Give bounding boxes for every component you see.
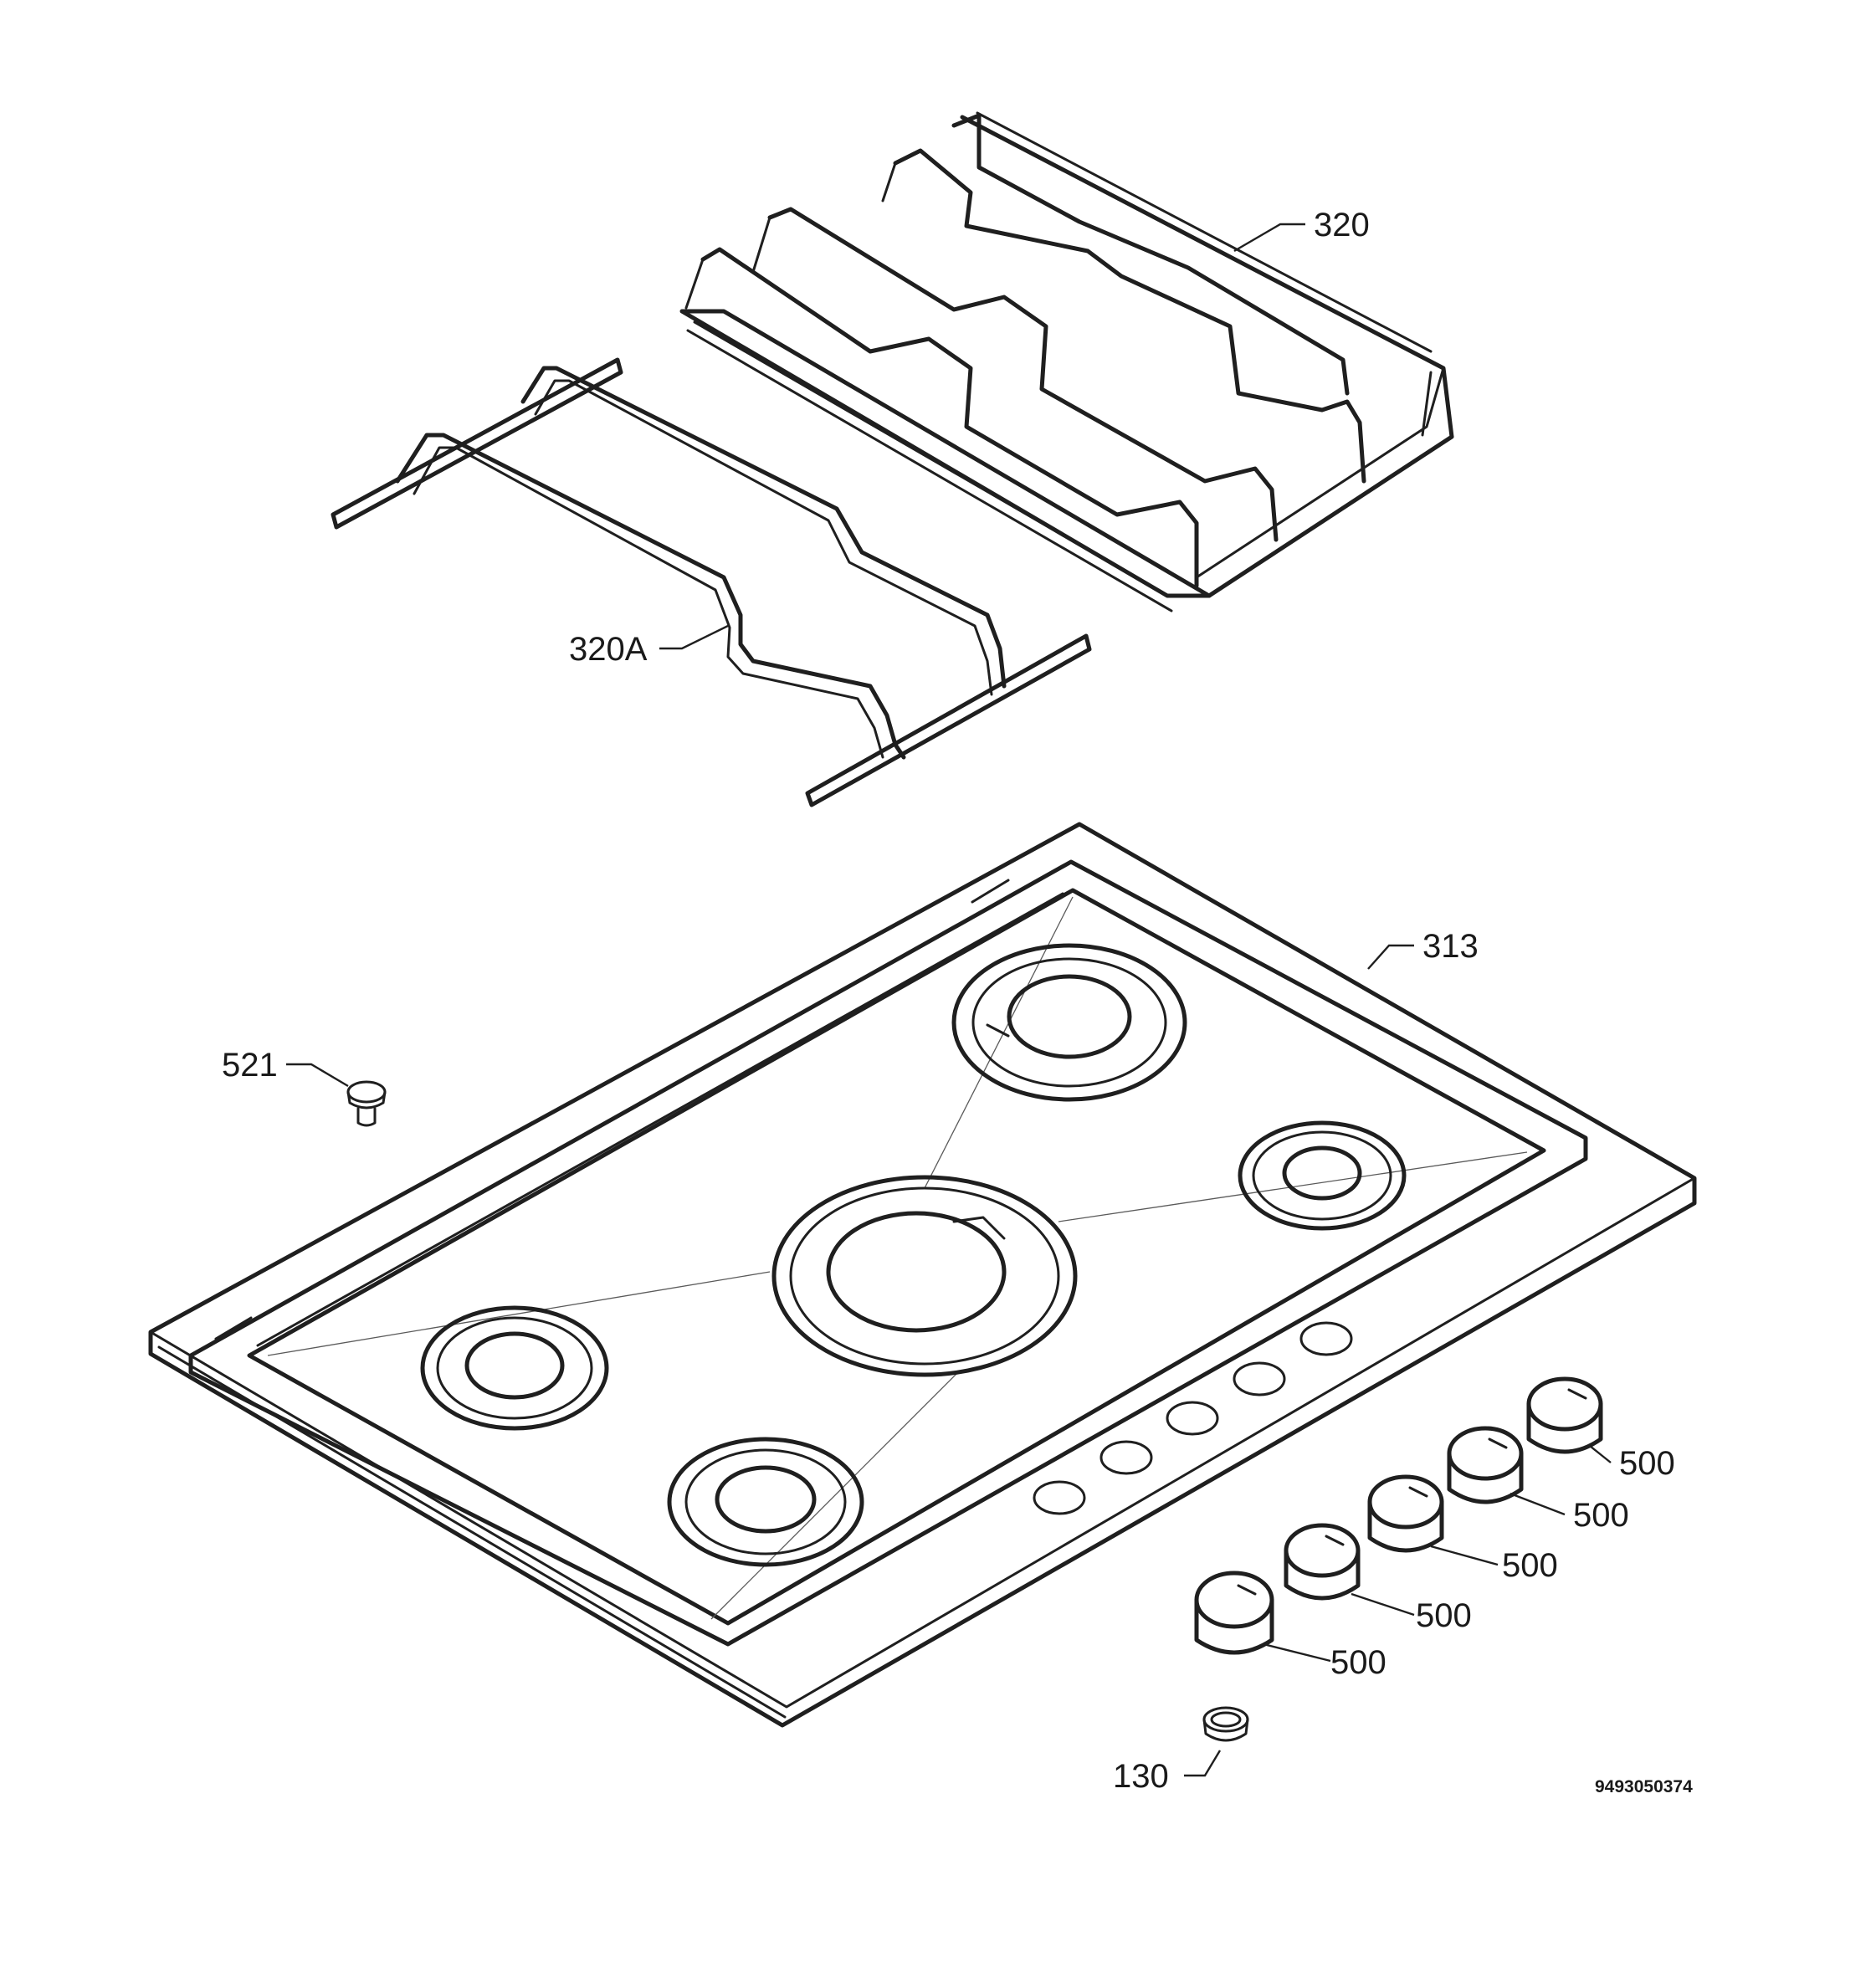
- hob-top-plate[interactable]: [148, 822, 1697, 1728]
- label-pan-support-right: 320: [1314, 207, 1370, 243]
- label-bush: 130: [1113, 1758, 1169, 1795]
- label-knob-4: 500: [1416, 1597, 1472, 1634]
- label-knob-2: 500: [1573, 1497, 1629, 1534]
- screw-part[interactable]: [346, 1080, 387, 1127]
- label-knob-1: 500: [1619, 1445, 1675, 1482]
- label-knob-5: 500: [1330, 1644, 1386, 1681]
- knob-2[interactable]: [1284, 1523, 1361, 1601]
- label-knob-3: 500: [1502, 1547, 1558, 1584]
- knob-4[interactable]: [1447, 1426, 1524, 1504]
- burner-center: [771, 1175, 1078, 1377]
- burner-right: [1238, 1120, 1407, 1231]
- burner-front-right: [667, 1437, 864, 1567]
- knob-1[interactable]: [1194, 1571, 1274, 1655]
- label-hob-top: 313: [1422, 928, 1479, 965]
- burner-rear-left: [951, 943, 1187, 1102]
- bush-part[interactable]: [1202, 1706, 1249, 1742]
- pan-support-right[interactable]: [679, 111, 1454, 612]
- label-pan-support-left: 320A: [569, 631, 648, 668]
- label-screw: 521: [222, 1047, 278, 1084]
- knob-5[interactable]: [1526, 1376, 1603, 1454]
- leader-lines: [286, 223, 1612, 1777]
- knob-3[interactable]: [1367, 1474, 1444, 1553]
- document-number: 9493050374: [1595, 1777, 1693, 1796]
- burner-front-left: [420, 1305, 609, 1431]
- knob-holes: [1033, 1321, 1353, 1515]
- pan-support-left[interactable]: [331, 357, 1092, 807]
